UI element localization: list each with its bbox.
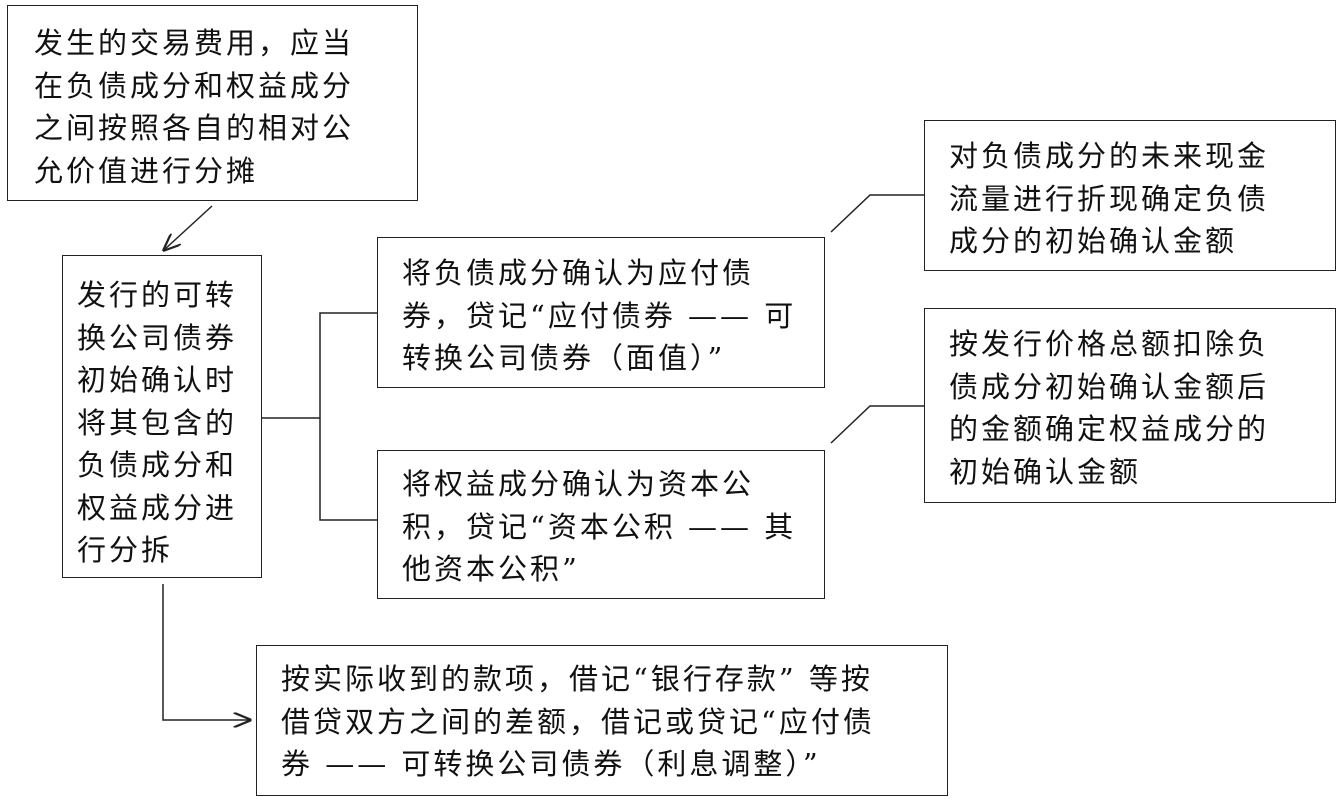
text-line: 初始确认金额	[949, 454, 1142, 489]
text-line: 权益成分进	[77, 490, 238, 525]
text-line: 成分的初始确认金额	[949, 224, 1238, 258]
link-equity-measurement	[830, 405, 924, 444]
arrow-to-cash-received	[162, 584, 250, 720]
text-line: 按发行价格总额扣除负	[949, 327, 1270, 361]
box-initial-recognition: 发行的可转 换公司债券 初始确认时 将其包含的 负债成分和 权益成分进 行分拆	[62, 255, 262, 578]
arrow-costs-to-recognition	[164, 205, 213, 250]
box-equity-measurement: 按发行价格总额扣除负 债成分初始确认金额后 的金额确定权益成分的 初始确认金额	[924, 308, 1336, 503]
text-line: 券 —— 可转换公司债券（利息调整）”	[281, 747, 821, 781]
text-line: 允价值进行分摊	[34, 153, 259, 188]
text-line: 债成分初始确认金额后	[949, 369, 1270, 404]
text-line: 的金额确定权益成分的	[949, 412, 1270, 446]
box-transaction-costs: 发生的交易费用，应当 在负债成分和权益成分 之间按照各自的相对公 允价值进行分摊	[7, 5, 418, 201]
text-line: 行分拆	[77, 533, 174, 567]
bracket-vertical	[319, 312, 377, 521]
text-line: 将负债成分确认为应付债	[402, 256, 755, 290]
text-line: 券，贷记“应付债券 —— 可	[402, 298, 797, 333]
text-line: 发生的交易费用，应当	[34, 26, 355, 60]
box-cash-received: 按实际收到的款项，借记“银行存款” 等按 借贷双方之间的差额，借记或贷记“应付债…	[256, 645, 948, 796]
text-line: 初始确认时	[77, 363, 238, 397]
text-line: 之间按照各自的相对公	[34, 111, 355, 145]
text-line: 换公司债券	[77, 320, 238, 355]
text-line: 对负债成分的未来现金	[949, 139, 1270, 173]
text-line: 负债成分和	[77, 448, 238, 482]
text-line: 转换公司债券（面值）”	[402, 341, 726, 375]
text-line: 按实际收到的款项，借记“银行存款” 等按	[281, 662, 873, 696]
box-equity-component: 将权益成分确认为资本公 积，贷记“资本公积 —— 其 他资本公积”	[377, 450, 825, 599]
text-line: 借贷双方之间的差额，借记或贷记“应付债	[281, 704, 875, 739]
text-line: 在负债成分和权益成分	[34, 68, 355, 103]
box-liability-component: 将负债成分确认为应付债 券，贷记“应付债券 —— 可 转换公司债券（面值）”	[377, 237, 825, 388]
text-line: 流量进行折现确定负债	[949, 181, 1270, 216]
text-line: 积，贷记“资本公积 —— 其	[402, 509, 797, 544]
link-liability-measurement	[830, 194, 924, 233]
text-line: 他资本公积”	[402, 552, 580, 586]
box-liability-measurement: 对负债成分的未来现金 流量进行折现确定负债 成分的初始确认金额	[924, 120, 1336, 271]
text-line: 将其包含的	[77, 405, 238, 440]
text-line: 发行的可转	[77, 278, 238, 312]
text-line: 将权益成分确认为资本公	[402, 467, 755, 501]
